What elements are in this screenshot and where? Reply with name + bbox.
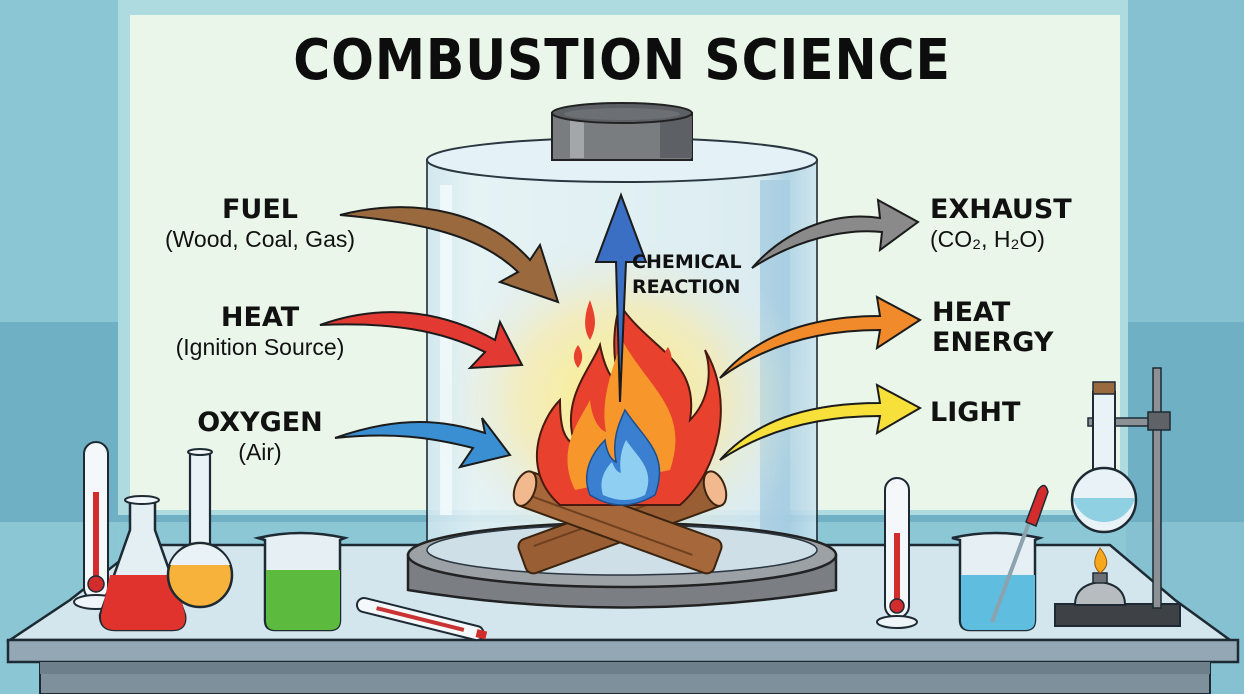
fuel-heading: FUEL: [221, 194, 299, 225]
oxygen-heading: OXYGEN: [197, 407, 323, 438]
reaction-up-arrow: [594, 192, 648, 403]
exhaust-label: EXHAUST (CO₂, H₂O): [930, 195, 1130, 253]
light-heading: LIGHT: [930, 397, 1021, 428]
chemical-reaction-line1: CHEMICAL: [632, 251, 742, 273]
ring-stand-icon: [1054, 367, 1181, 627]
heat-subtitle: (Ignition Source): [175, 334, 345, 360]
round-flask-yellow-icon: [166, 448, 234, 609]
fuel-arrow: [339, 206, 560, 304]
thermometer-lying-icon: [355, 596, 488, 642]
heat-arrow: [319, 311, 524, 370]
heat-energy-line1: HEAT: [932, 297, 1011, 328]
heat-heading: HEAT: [220, 302, 300, 333]
jar-base: [406, 521, 838, 609]
thermometer-right-icon: [876, 477, 918, 629]
round-flask-on-stand-icon: [1070, 381, 1138, 534]
chemical-reaction-line2: REACTION: [632, 276, 741, 298]
spirit-burner-icon: [1073, 547, 1127, 606]
exhaust-subtitle: (CO₂, H₂O): [930, 226, 1045, 252]
heat-energy-line2: ENERGY: [932, 327, 1054, 358]
heat-energy-arrow: [719, 295, 922, 379]
oxygen-arrow: [334, 417, 512, 469]
fuel-subtitle: (Wood, Coal, Gas): [164, 226, 356, 252]
light-label: LIGHT: [930, 398, 1130, 428]
light-arrow: [719, 383, 923, 461]
beaker-green-icon: [253, 531, 350, 632]
flame-icon: [535, 300, 722, 506]
exhaust-heading: EXHAUST: [930, 194, 1072, 225]
oxygen-label: OXYGEN (Air): [160, 408, 360, 466]
oxygen-subtitle: (Air): [238, 439, 282, 465]
erlenmeyer-flask-red-icon: [98, 495, 187, 632]
chemical-reaction-label: CHEMICAL REACTION: [632, 250, 742, 300]
fuel-label: FUEL (Wood, Coal, Gas): [140, 195, 380, 253]
exhaust-arrow: [751, 198, 920, 269]
heat-energy-label: HEAT ENERGY: [932, 298, 1132, 358]
bell-jar-knob: [551, 102, 693, 161]
diagram-title: COMBUSTION SCIENCE: [293, 28, 951, 93]
heat-label: HEAT (Ignition Source): [140, 303, 380, 361]
beaker-blue-with-pipette-icon: [951, 484, 1049, 632]
